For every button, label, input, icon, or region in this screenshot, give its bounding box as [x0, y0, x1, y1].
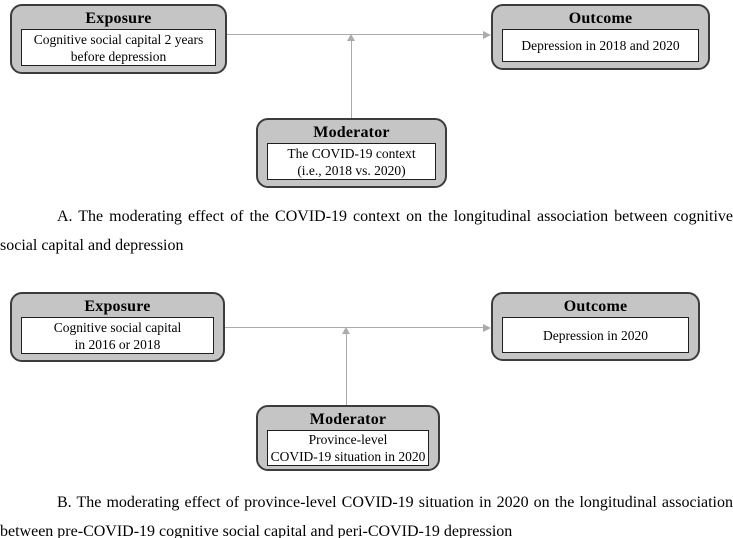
panel-b-moderator-body: Province-level COVID-19 situation in 202… [267, 430, 429, 466]
panel-b-exposure-outcome-arrowhead-icon [483, 324, 491, 332]
panel-b-moderator-arrow-line [346, 333, 347, 405]
panel-b-caption: B. The moderating effect of province-lev… [0, 494, 733, 538]
panel-b-outcome-box: Outcome Depression in 2020 [491, 292, 700, 361]
panel-a-exposure-title: Exposure [85, 10, 152, 27]
panel-a-moderator-body: The COVID-19 context (i.e., 2018 vs. 202… [267, 143, 436, 180]
panel-a-exposure-outcome-arrow-line [227, 34, 484, 35]
panel-b-outcome-title: Outcome [563, 298, 628, 315]
panel-b-exposure-outcome-arrow-line [225, 327, 484, 328]
panel-a-exposure-box: Exposure Cognitive social capital 2 year… [10, 4, 227, 74]
panel-a-moderator-arrow-line [351, 40, 352, 118]
panel-b-moderator-title: Moderator [309, 411, 387, 428]
panel-a-outcome-body: Depression in 2018 and 2020 [502, 29, 699, 62]
panel-a-caption: A. The moderating effect of the COVID-19… [0, 208, 733, 254]
panel-a-moderator-title: Moderator [313, 124, 390, 141]
panel-b-moderator-arrowhead-icon [342, 327, 350, 334]
panel-a-exposure-outcome-arrowhead-icon [483, 31, 491, 39]
panel-b-exposure-body: Cognitive social capital in 2016 or 2018 [21, 317, 214, 354]
panel-b-moderator-box: Moderator Province-level COVID-19 situat… [256, 405, 440, 471]
panel-a-exposure-body: Cognitive social capital 2 years before … [21, 29, 216, 66]
panel-a-moderator-arrowhead-icon [347, 34, 355, 41]
panel-a-outcome-title: Outcome [568, 10, 633, 27]
panel-b-exposure-title: Exposure [84, 298, 151, 315]
panel-b-outcome-body: Depression in 2020 [502, 317, 689, 353]
panel-b-exposure-box: Exposure Cognitive social capital in 201… [10, 292, 225, 362]
panel-a-outcome-box: Outcome Depression in 2018 and 2020 [491, 4, 710, 70]
panel-a-moderator-box: Moderator The COVID-19 context (i.e., 20… [256, 118, 447, 188]
